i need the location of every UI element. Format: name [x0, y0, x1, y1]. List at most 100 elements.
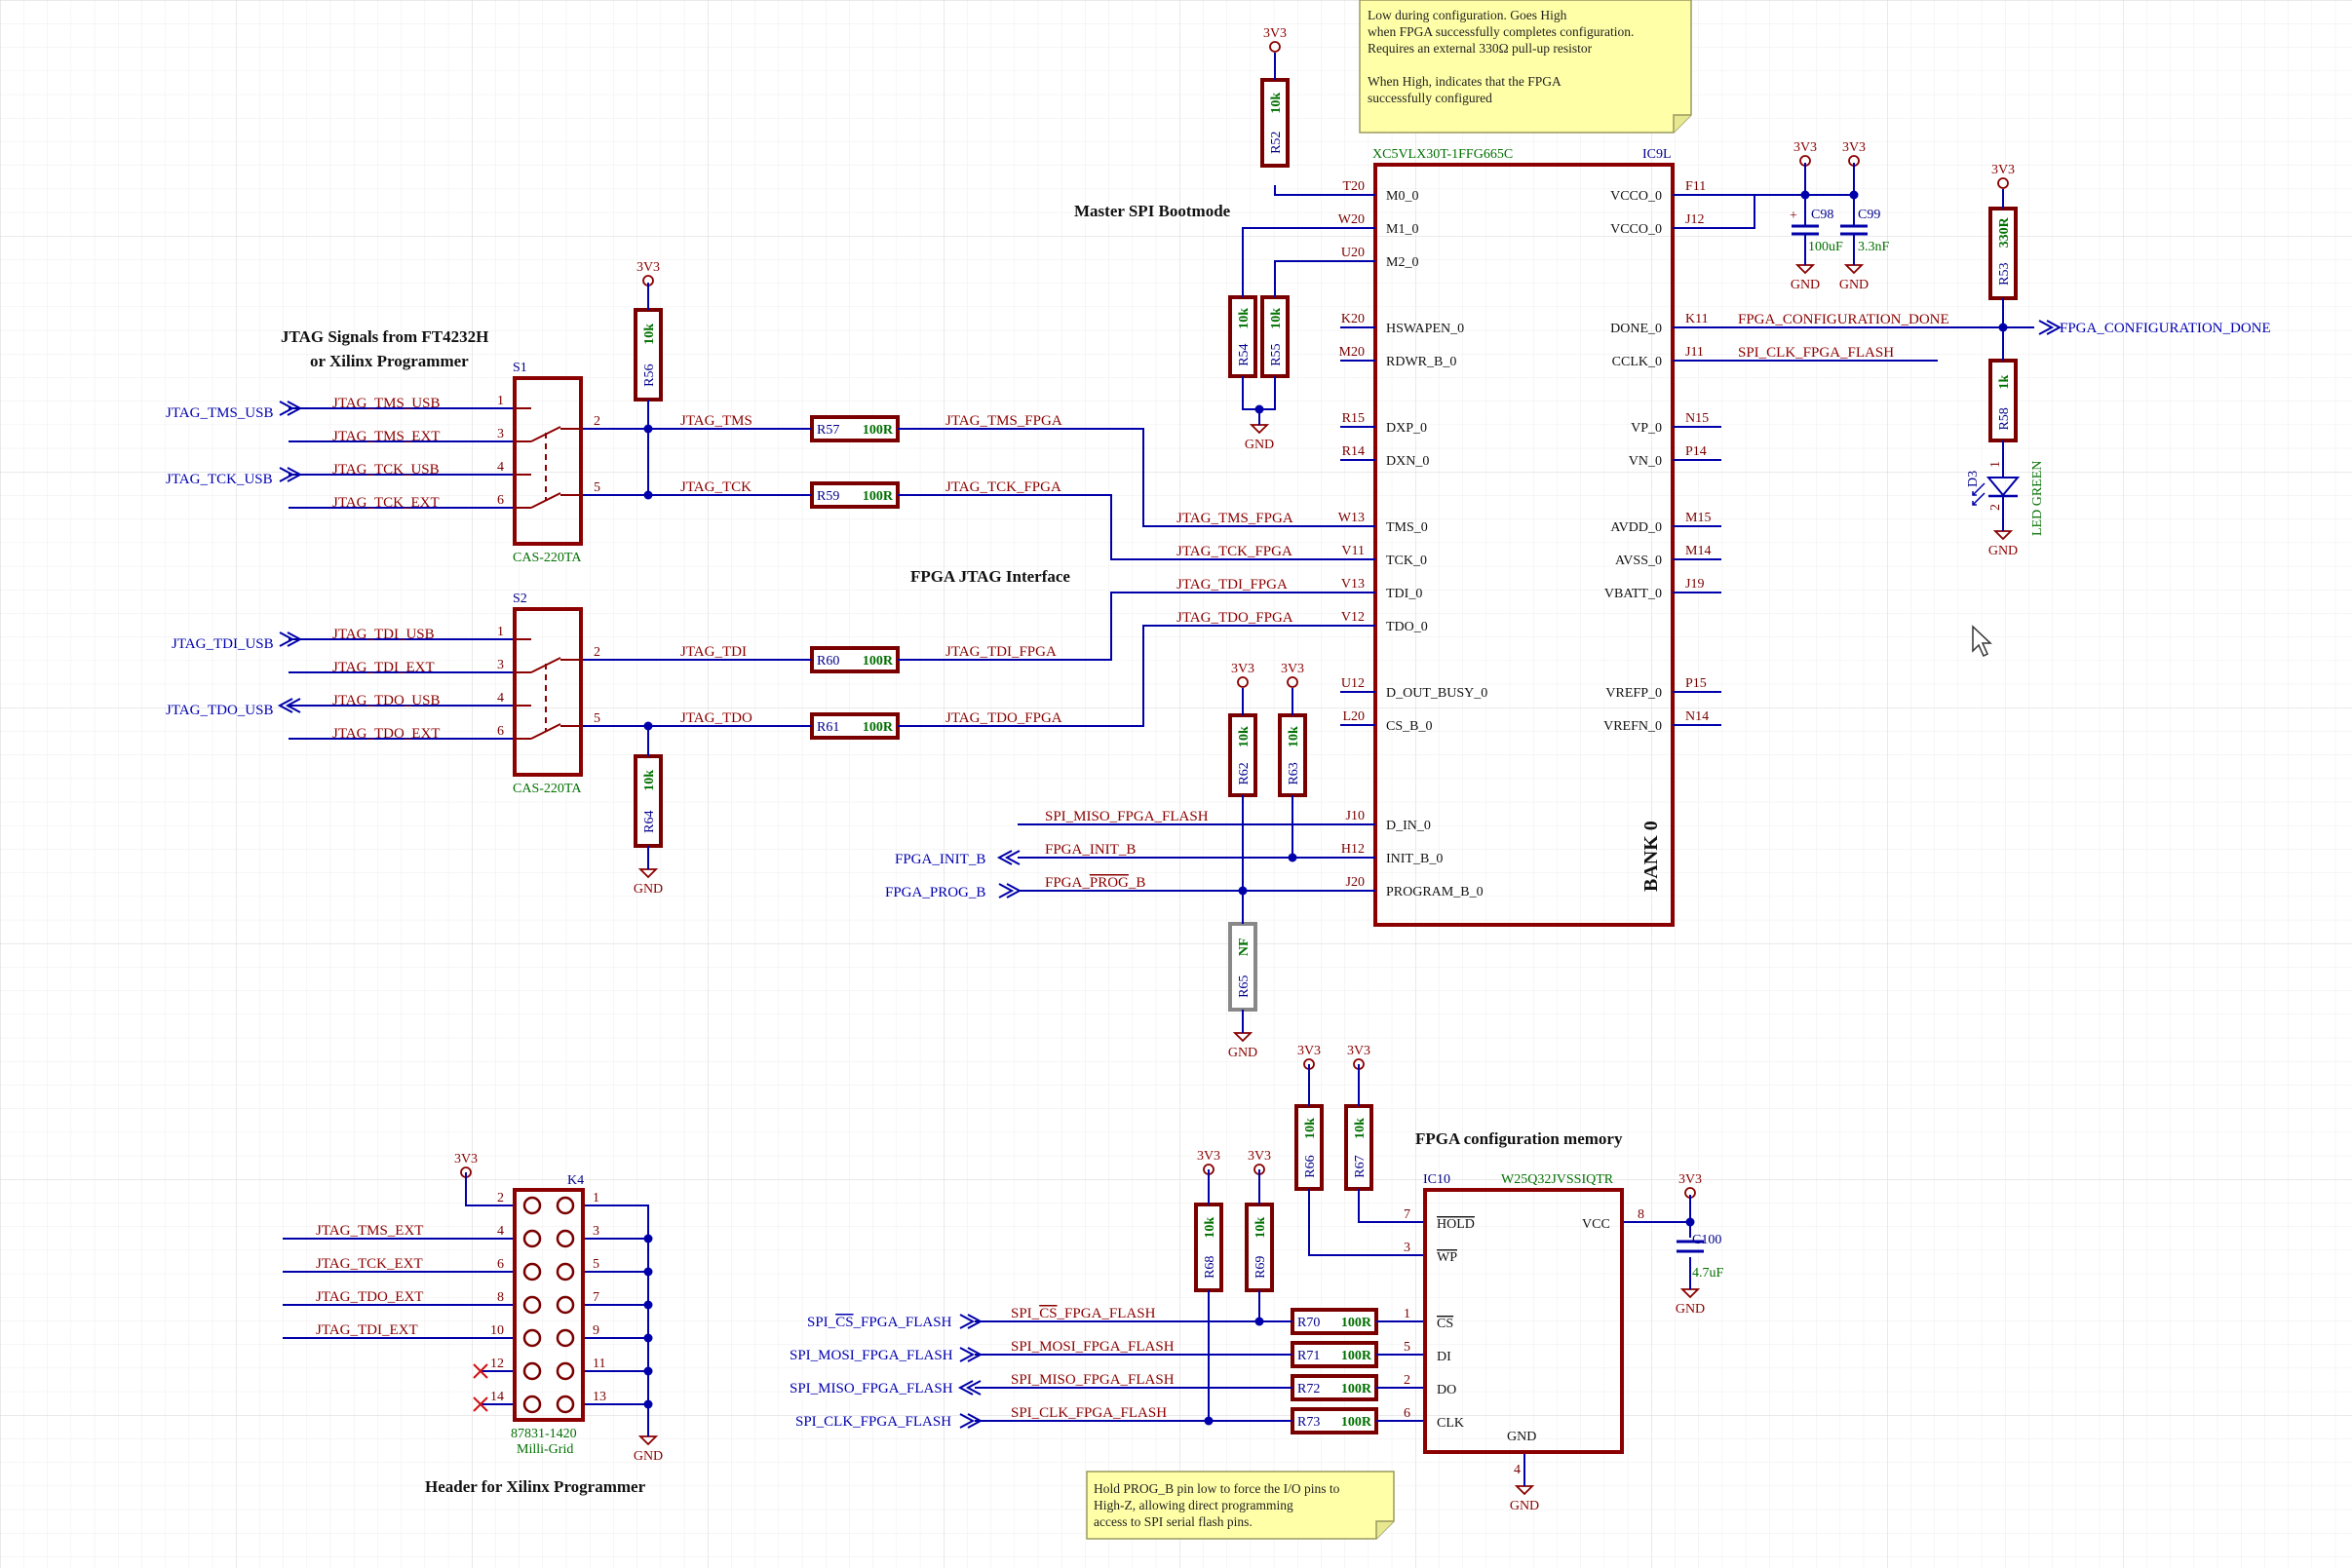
resistor-value: 10k	[1303, 1118, 1318, 1139]
power-3v3-label: 3V3	[1991, 163, 2015, 177]
led-part: LED GREEN	[2030, 461, 2045, 536]
port-spi-miso[interactable]: SPI_MISO_FPGA_FLASH	[790, 1380, 982, 1396]
net-jtag-tck-usb: JTAG_TCK_USB	[332, 462, 440, 478]
net-spi-mosi-2: SPI_MOSI_FPGA_FLASH	[1011, 1339, 1175, 1355]
flash-pin-hold: HOLD	[1437, 1217, 1475, 1232]
header-k4[interactable]: K4 87831-1420 Milli-Grid	[511, 1173, 585, 1457]
fpga-pin-name: RDWR_B_0	[1386, 355, 1456, 369]
svg-text:JTAG_TCK_USB: JTAG_TCK_USB	[166, 472, 273, 487]
resistor-ref: R59	[817, 489, 839, 504]
resistor-value: 10k	[1203, 1217, 1217, 1239]
port-jtag-tdi-usb[interactable]: JTAG_TDI_USB	[172, 631, 303, 652]
fpga-pin-name: VREFN_0	[1603, 719, 1662, 734]
note-prog-line-1: Hold PROG_B pin low to force the I/O pin…	[1094, 1481, 1340, 1496]
capacitor-c100[interactable]: C100 4.7uF	[1677, 1233, 1724, 1281]
led-d3[interactable]: 1 2 D3 LED GREEN	[1966, 458, 2045, 536]
resistor-value: 100R	[1341, 1349, 1372, 1363]
svg-text:FPGA_PROG_B: FPGA_PROG_B	[885, 885, 985, 900]
port-jtag-tck-usb[interactable]: JTAG_TCK_USB	[166, 467, 303, 487]
power-3v3-label: 3V3	[1793, 140, 1817, 155]
capacitor-c99[interactable]: C99 3.3nF	[1840, 208, 1890, 254]
resistor-ref: R66	[1303, 1155, 1318, 1177]
header-nc-marks	[473, 1363, 488, 1412]
switch-s1-ref: S1	[513, 361, 527, 375]
net-spi-clk-1: SPI_CLK_FPGA_FLASH	[1738, 345, 1894, 361]
fpga-pin-name: PROGRAM_B_0	[1386, 885, 1484, 899]
wires	[283, 163, 2034, 1486]
fpga-pin-name: M1_0	[1386, 222, 1418, 237]
svg-text:JTAG_TDI_USB: JTAG_TDI_USB	[172, 636, 274, 652]
flash-pin-vcc: VCC	[1582, 1217, 1610, 1232]
fpga-pin-name: DXP_0	[1386, 421, 1427, 436]
ground-label: GND	[1839, 278, 1869, 292]
net-fpga-init-b: FPGA_INIT_B	[1045, 842, 1136, 858]
capacitor-c98[interactable]: + C98 100uF	[1790, 208, 1843, 254]
net-jtag-tdi-ext: JTAG_TDI_EXT	[332, 660, 435, 675]
net-spi-miso-1: SPI_MISO_FPGA_FLASH	[1045, 809, 1209, 824]
fpga-pin-number: M14	[1685, 544, 1711, 558]
ground-label: GND	[1676, 1302, 1705, 1317]
header-k4-ref: K4	[567, 1173, 584, 1188]
fpga-pin-number: V13	[1341, 577, 1365, 592]
switch-s2[interactable]: S2 CAS-220TA 1 3 4 6 2 5	[497, 592, 600, 796]
note-prog: Hold PROG_B pin low to force the I/O pin…	[1086, 1471, 1395, 1540]
fpga-pin-name: M0_0	[1386, 189, 1418, 204]
resistor-ref: R54	[1237, 343, 1252, 365]
power-3v3-label: 3V3	[1347, 1044, 1370, 1058]
port-jtag-tms-usb[interactable]: JTAG_TMS_USB	[166, 401, 303, 421]
flash-ic10[interactable]: IC10 W25Q32JVSSIQTR HOLD WP CS DI DO CLK…	[1404, 1172, 1644, 1477]
power-3v3-label: 3V3	[1197, 1149, 1220, 1164]
fpga-ic9l[interactable]: XC5VLX30T-1FFG665C IC9L BANK 0	[1372, 147, 1675, 927]
fpga-pin-name: AVSS_0	[1615, 554, 1662, 568]
svg-text:2: 2	[1988, 504, 2003, 511]
header-pin-number: 3	[593, 1224, 599, 1239]
svg-text:JTAG_TMS_USB: JTAG_TMS_USB	[166, 405, 274, 421]
ports: JTAG_TMS_USB JTAG_TCK_USB JTAG_TDI_USB J…	[166, 320, 2271, 1430]
port-spi-mosi[interactable]: SPI_MOSI_FPGA_FLASH	[790, 1347, 983, 1363]
resistor-ref: R69	[1253, 1256, 1268, 1279]
resistor-ref: R58	[1997, 407, 2012, 430]
fpga-pin-number: R15	[1342, 411, 1365, 426]
port-jtag-tdo-usb[interactable]: JTAG_TDO_USB	[166, 698, 301, 718]
port-fpga-config-done[interactable]: FPGA_CONFIGURATION_DONE	[2038, 320, 2271, 336]
net-jtag-tdo-usb: JTAG_TDO_USB	[332, 693, 440, 708]
switch-s1[interactable]: S1 CAS-220TA 1 3 4 6 2 5	[497, 361, 600, 565]
port-fpga-init-b[interactable]: FPGA_INIT_B	[895, 850, 1021, 867]
port-spi-clk[interactable]: SPI_CLK_FPGA_FLASH	[795, 1413, 983, 1430]
switch-s2-part: CAS-220TA	[513, 782, 582, 796]
power-3v3-label: 3V3	[636, 260, 660, 275]
port-spi-cs[interactable]: SPI_CS_FPGA_FLASH	[807, 1314, 983, 1330]
header-pin-circle	[556, 1295, 575, 1315]
header-k4-part: 87831-1420	[511, 1427, 577, 1441]
port-fpga-prog-b[interactable]: FPGA_PROG_B	[885, 883, 1022, 900]
led-ref: D3	[1966, 471, 1981, 487]
resistor-value: 10k	[642, 324, 657, 345]
